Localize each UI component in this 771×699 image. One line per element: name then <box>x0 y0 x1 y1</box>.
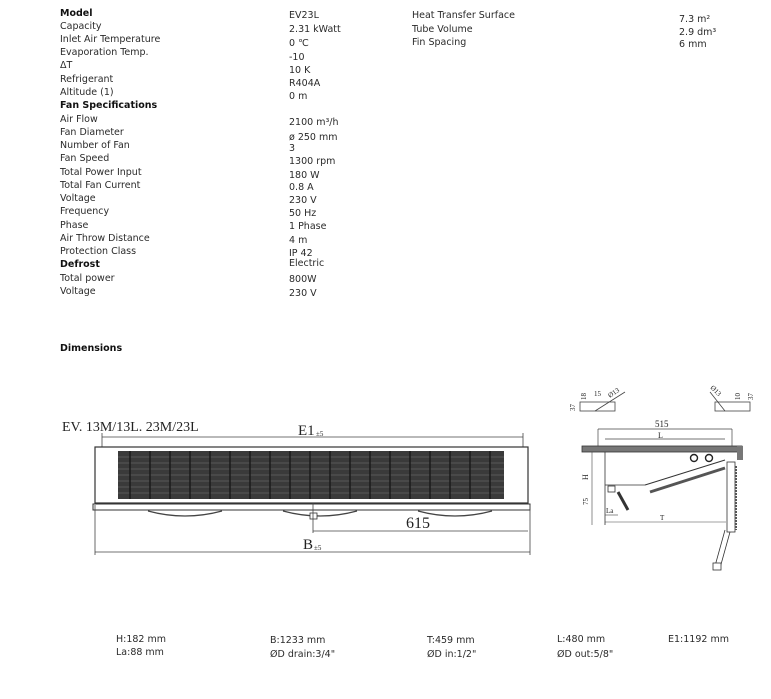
side-view-drawing: 37 18 15 Ø13 Ø13 10 37 515 L H 75 La T <box>569 384 755 571</box>
spec-label: Total Power Input <box>60 167 142 178</box>
b-tolerance: ±5 <box>314 544 322 552</box>
svg-text:75: 75 <box>582 498 590 506</box>
spec-value: -10 <box>289 52 305 63</box>
spec-value: 3 <box>289 143 296 154</box>
spec-label: Heat Transfer Surface <box>412 10 515 21</box>
model-caption: EV. 13M/13L. 23M/23L <box>62 420 199 435</box>
spec-value: IP 42 <box>289 248 313 259</box>
spec-label: Air Flow <box>60 114 98 125</box>
spec-label: Frequency <box>60 206 110 217</box>
spec-label: Fan Speed <box>60 153 110 164</box>
dim-t: T:459 mm <box>427 635 475 646</box>
spec-value: 2.9 dm³ <box>679 27 717 38</box>
spec-label: Altitude (1) <box>60 87 114 98</box>
spec-value: 180 W <box>289 170 320 181</box>
spec-label: Total power <box>60 273 115 284</box>
dim-e1: E1:1192 mm <box>668 634 729 645</box>
offset-615-label: 615 <box>406 515 430 532</box>
spec-label: Protection Class <box>60 246 137 257</box>
spec-label: Total Fan Current <box>60 180 141 191</box>
dim-h: H:182 mm <box>116 634 167 645</box>
spec-label: Tube Volume <box>412 24 473 35</box>
dim-la: La:88 mm <box>116 647 164 658</box>
section-heading-defrost: Defrost <box>60 259 100 270</box>
spec-label: Voltage <box>60 193 96 204</box>
svg-text:Ø13: Ø13 <box>709 384 724 399</box>
svg-text:H: H <box>581 474 590 480</box>
spec-value: 1 Phase <box>289 221 327 232</box>
spec-value: 0.8 A <box>289 182 314 193</box>
spec-value: 6 mm <box>679 39 707 50</box>
spec-label: Refrigerant <box>60 74 114 85</box>
svg-text:37: 37 <box>747 393 755 401</box>
spec-value: 1300 rpm <box>289 156 336 167</box>
spec-value: 0 m <box>289 91 308 102</box>
spec-value: 7.3 m² <box>679 14 711 25</box>
spec-label: Inlet Air Temperature <box>60 34 161 45</box>
spec-label: Phase <box>60 220 89 231</box>
spec-value: 230 V <box>289 195 317 206</box>
spec-value: 2100 m³/h <box>289 117 339 128</box>
spec-value: 230 V <box>289 288 317 299</box>
svg-text:L: L <box>658 431 663 440</box>
svg-text:37: 37 <box>569 404 577 412</box>
spec-value: 2.31 kWatt <box>289 24 341 35</box>
svg-text:T: T <box>660 514 665 522</box>
spec-value: 10 K <box>289 65 311 76</box>
svg-text:515: 515 <box>655 419 669 429</box>
dim-in: ØD in:1/2" <box>427 649 477 660</box>
dim-b: B:1233 mm <box>270 635 326 646</box>
spec-value: 50 Hz <box>289 208 317 219</box>
svg-text:10: 10 <box>734 393 742 401</box>
spec-value: 800W <box>289 274 317 285</box>
spec-value-model: EV23L <box>289 10 319 21</box>
b-label: B <box>303 537 313 553</box>
spec-label-model: Model <box>60 8 93 19</box>
spec-label: Fan Diameter <box>60 127 124 138</box>
spec-value: 0 ℃ <box>289 38 309 49</box>
svg-text:La: La <box>606 507 614 515</box>
spec-label: Voltage <box>60 286 96 297</box>
spec-value: ø 250 mm <box>289 132 338 143</box>
dim-drain: ØD drain:3/4" <box>270 649 336 660</box>
spec-label: Number of Fan <box>60 140 130 151</box>
spec-label: Fin Spacing <box>412 37 467 48</box>
svg-text:Ø13: Ø13 <box>607 386 622 400</box>
spec-label: Capacity <box>60 21 102 32</box>
spec-value: R404A <box>289 78 321 89</box>
svg-text:18: 18 <box>580 393 588 401</box>
spec-value: Electric <box>289 258 325 269</box>
section-heading-fan-specifications: Fan Specifications <box>60 100 158 111</box>
spec-label: ΔT <box>60 60 73 71</box>
e1-tolerance: ±5 <box>316 430 324 438</box>
dim-out: ØD out:5/8" <box>557 649 614 660</box>
e1-label: E1 <box>298 423 315 439</box>
section-heading-dimensions: Dimensions <box>60 343 123 354</box>
front-view-drawing: EV. 13M/13L. 23M/23L E1 ±5 615 B ±5 <box>62 420 531 555</box>
spec-label: Air Throw Distance <box>60 233 150 244</box>
spec-label: Evaporation Temp. <box>60 47 149 58</box>
svg-text:15: 15 <box>594 390 602 398</box>
dim-l: L:480 mm <box>557 634 606 645</box>
spec-value: 4 m <box>289 235 308 246</box>
